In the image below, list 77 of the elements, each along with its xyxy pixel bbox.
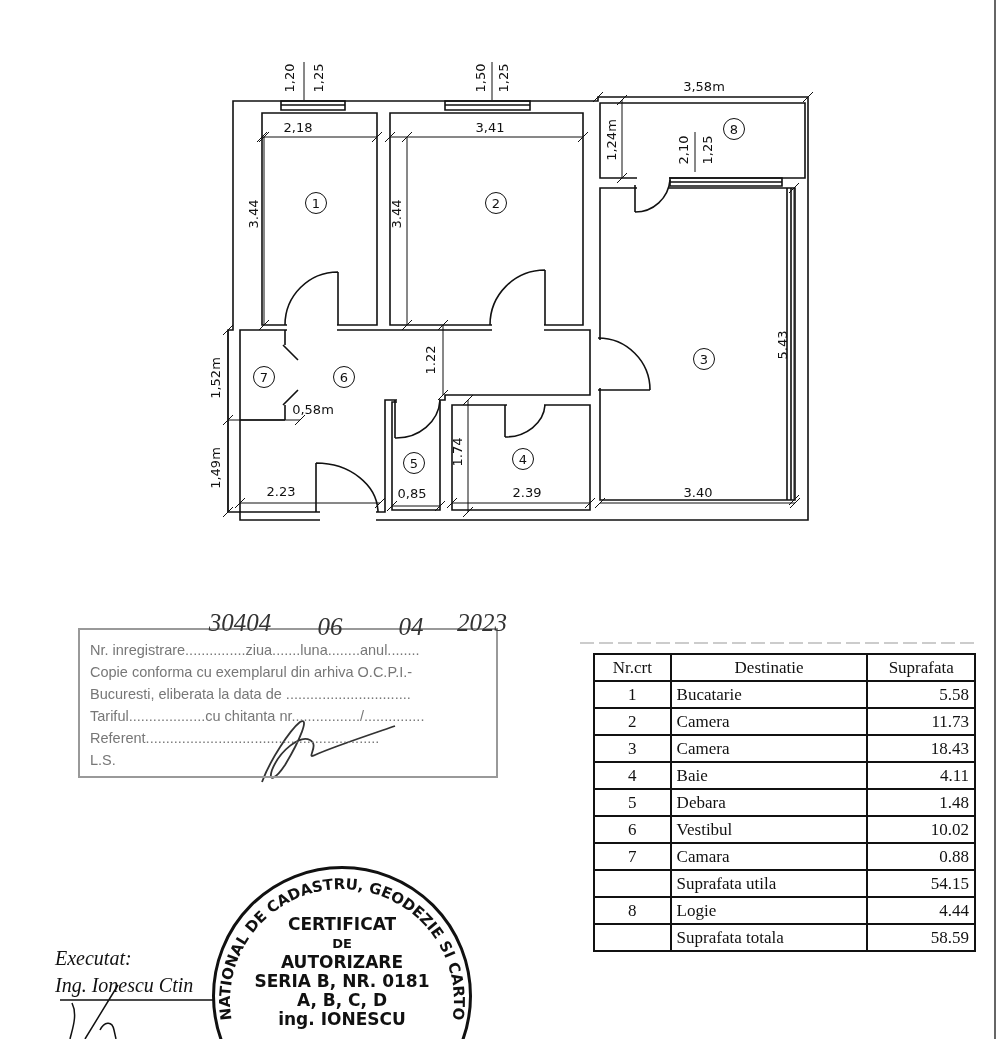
signature-caption: Ing. Ionescu Ctin (55, 975, 194, 995)
table-cell: 2 (594, 708, 671, 735)
dimension-label: 3.44 (389, 199, 403, 229)
table-cell: Baie (670, 762, 868, 789)
table-cell: 0.88 (867, 843, 975, 870)
dimension-label: 2,18 (283, 120, 313, 134)
room-number-circle: 8 (723, 118, 745, 140)
room-number-circle: 1 (305, 192, 327, 214)
table-cell: 1.48 (867, 789, 975, 816)
table-cell: Camera (670, 735, 868, 762)
dimension-label: 3,41 (475, 120, 505, 134)
stamp-text: SERIA B, NR. 0181 (254, 972, 430, 991)
dimension-label: 1.22 (423, 345, 437, 375)
table-cell: 1 (594, 681, 671, 708)
dimension-label: 1,25 (311, 63, 325, 93)
handwritten-entry: 06 (317, 613, 343, 639)
dimension-label: 1,50 (473, 63, 487, 93)
table-cell: 54.15 (867, 870, 975, 897)
dimension-label: 1,25 (496, 63, 510, 93)
table-cell: 10.02 (867, 816, 975, 843)
table-cell: 4 (594, 762, 671, 789)
table-cell: 7 (594, 843, 671, 870)
dimension-label: 3,58m (683, 79, 725, 93)
table-cell: 4.44 (867, 897, 975, 924)
dimension-label: 2.39 (512, 485, 542, 499)
room-number-circle: 3 (693, 348, 715, 370)
stamp-text: ing. IONESCU (278, 1010, 406, 1029)
dimension-label: 1,20 (282, 63, 296, 93)
stamp-text: Copie conforma cu exemplarul din arhiva O.C.P.I.- (90, 663, 414, 682)
table-cell: 8 (594, 897, 671, 924)
table-cell: 18.43 (867, 735, 975, 762)
dimension-label: 1,49m (208, 447, 222, 489)
room-number-circle: 4 (512, 448, 534, 470)
dimension-label: 5.43 (775, 330, 789, 360)
table-cell: 5 (594, 789, 671, 816)
handwritten-entry: 30404 (208, 609, 272, 635)
table-cell: Suprafata totala (670, 924, 868, 951)
room-number-circle: 7 (253, 366, 275, 388)
column-header: Nr.crt (594, 654, 671, 681)
dimension-label: 2,10 (676, 135, 690, 165)
stamp-text: AUTORIZARE (280, 953, 404, 972)
table-cell: Suprafata utila (670, 870, 868, 897)
dimension-label: 1,25 (700, 135, 714, 165)
column-header: Destinatie (670, 654, 868, 681)
stamp-text: Tariful...................cu chitanta nr................./............... (90, 707, 426, 726)
table-cell: 11.73 (867, 708, 975, 735)
stamp-text: A, B, C, D (296, 991, 388, 1010)
dimension-label: 0,58m (292, 402, 334, 416)
table-cell: Camera (670, 708, 868, 735)
stamp-text: DE (332, 935, 352, 953)
table-cell: Debara (670, 789, 868, 816)
room-number-circle: 5 (403, 452, 425, 474)
dimension-label: 0,85 (397, 486, 427, 500)
stamp-text: L.S. (90, 751, 117, 770)
dimension-label: 3.40 (683, 485, 713, 499)
table-cell: Logie (670, 897, 868, 924)
handwritten-entry: 04 (398, 613, 424, 639)
handwritten-entry: 2023 (457, 609, 507, 635)
room-number-circle: 2 (485, 192, 507, 214)
column-header: Suprafata (867, 654, 975, 681)
table-cell: 5.58 (867, 681, 975, 708)
table-cell: 58.59 (867, 924, 975, 951)
signature-caption: Executat: (55, 948, 132, 968)
table-cell: 6 (594, 816, 671, 843)
dimension-label: 2.23 (266, 484, 296, 498)
stamp-text: Bucuresti, eliberata la data de ............................... (90, 685, 412, 704)
table-cell: Vestibul (670, 816, 868, 843)
table-cell: Camara (670, 843, 868, 870)
dimension-label: 1.74 (450, 437, 464, 467)
stamp-text: Nr. inregistrare...............ziua.......luna........anul........ (90, 641, 421, 660)
dimension-label: 1,52m (208, 357, 222, 399)
table-cell: Bucatarie (670, 681, 868, 708)
dimension-label: 1,24m (604, 119, 618, 161)
room-number-circle: 6 (333, 366, 355, 388)
table-cell: 4.11 (867, 762, 975, 789)
table-cell: 3 (594, 735, 671, 762)
dimension-label: 3.44 (246, 199, 260, 229)
